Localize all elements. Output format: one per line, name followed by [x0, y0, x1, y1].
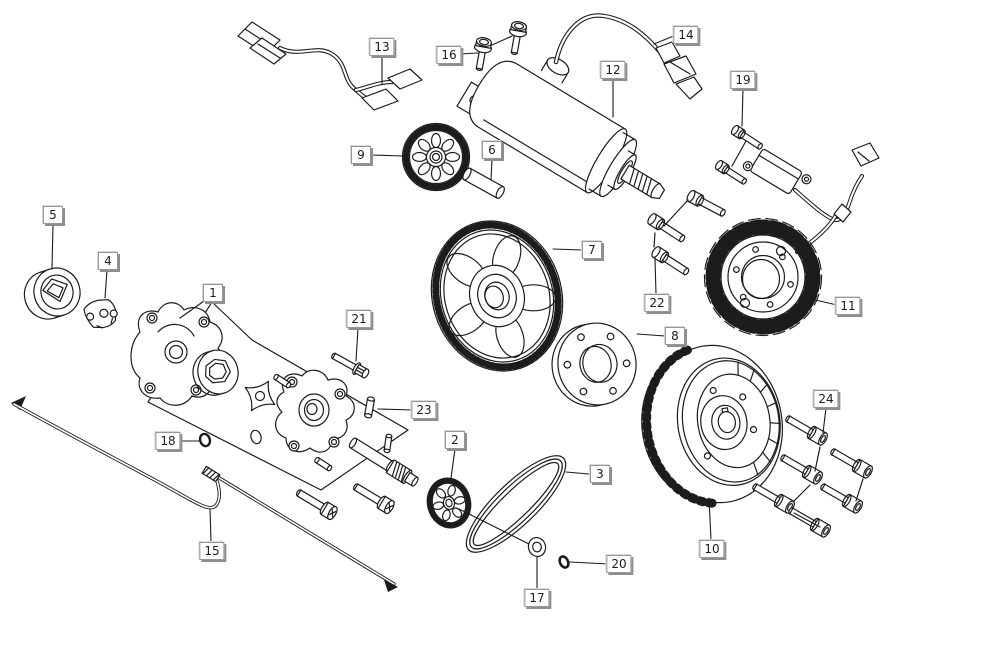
callout-23[interactable]: 23: [411, 401, 437, 419]
callout-13[interactable]: 13: [369, 38, 395, 56]
leader-line-1: [179, 300, 205, 319]
leader-line-8: [636, 333, 666, 337]
axis-line-sprocket-washer: [458, 508, 530, 545]
callout-15[interactable]: 15: [199, 542, 225, 560]
part-22-bolts: [645, 188, 728, 279]
part-pickup-coil: [742, 142, 880, 254]
part-8-flange-plate: [551, 322, 637, 407]
part-4-damper-block: [83, 299, 118, 329]
part-15-control-cable: [11, 396, 398, 592]
part-23-pin: [363, 396, 376, 419]
leader-line-6: [490, 158, 493, 181]
callout-22[interactable]: 22: [644, 294, 670, 312]
part-7-driven-gear: [430, 220, 564, 372]
callout-21[interactable]: 21: [346, 310, 372, 328]
leader-line-2: [450, 448, 456, 479]
callout-16[interactable]: 16: [436, 46, 462, 64]
leader-line-24: [822, 407, 827, 434]
leader-line-16: [458, 52, 479, 55]
part-16-bolts: [470, 19, 529, 73]
callout-6[interactable]: 6: [482, 141, 502, 159]
part-oil-pump-shaft: [348, 437, 419, 487]
part-17-washer: [527, 536, 547, 558]
callout-11[interactable]: 11: [835, 297, 861, 315]
callout-8[interactable]: 8: [665, 327, 685, 345]
part-18-oring: [198, 432, 212, 448]
callout-24[interactable]: 24: [813, 390, 839, 408]
callout-7[interactable]: 7: [582, 241, 602, 259]
callout-14[interactable]: 14: [673, 26, 699, 44]
part-2-sprocket: [426, 477, 472, 529]
part-6-pin: [462, 167, 505, 199]
leader-line-11: [810, 298, 838, 306]
callout-3[interactable]: 3: [590, 465, 610, 483]
part-24-bolts: [749, 411, 875, 540]
part-12-starter-motor: [456, 57, 666, 200]
leader-line-22: [654, 257, 657, 295]
part-3-belt: [465, 455, 567, 553]
callout-19[interactable]: 19: [730, 71, 756, 89]
leader-line-7: [552, 248, 583, 251]
callout-17[interactable]: 17: [524, 589, 550, 607]
part-19-bolts: [713, 123, 765, 188]
part-13-brush-harness: [237, 21, 423, 111]
callout-2[interactable]: 2: [445, 431, 465, 449]
leader-line-20: [569, 561, 609, 565]
part-pin-small: [383, 433, 393, 454]
part-1-oil-pump-assembly: [130, 302, 419, 522]
part-14-starter-cable: [553, 13, 703, 100]
part-9-idler-gear: [401, 122, 471, 192]
part-11-stator: [703, 217, 823, 337]
callout-18[interactable]: 18: [155, 432, 181, 450]
part-5-bushing-ring: [23, 267, 81, 320]
callout-1[interactable]: 1: [203, 284, 223, 302]
leader-line-5: [51, 223, 54, 270]
leader-line-3: [565, 471, 590, 475]
callout-9[interactable]: 9: [351, 146, 371, 164]
callout-12[interactable]: 12: [600, 61, 626, 79]
callout-4[interactable]: 4: [98, 252, 118, 270]
callout-10[interactable]: 10: [699, 540, 725, 558]
part-20-oring: [558, 555, 570, 569]
part-10-flywheel-rotor: [641, 344, 784, 508]
leader-line-23: [377, 408, 414, 411]
callout-20[interactable]: 20: [606, 555, 632, 573]
callout-5[interactable]: 5: [43, 206, 63, 224]
leader-line-15: [209, 508, 212, 543]
leader-line-9: [370, 154, 404, 157]
leader-line-4: [104, 269, 108, 299]
leader-line-14: [653, 34, 677, 45]
leader-line-21: [355, 327, 359, 362]
leader-line-19: [741, 88, 744, 127]
leader-line-10: [708, 497, 712, 541]
